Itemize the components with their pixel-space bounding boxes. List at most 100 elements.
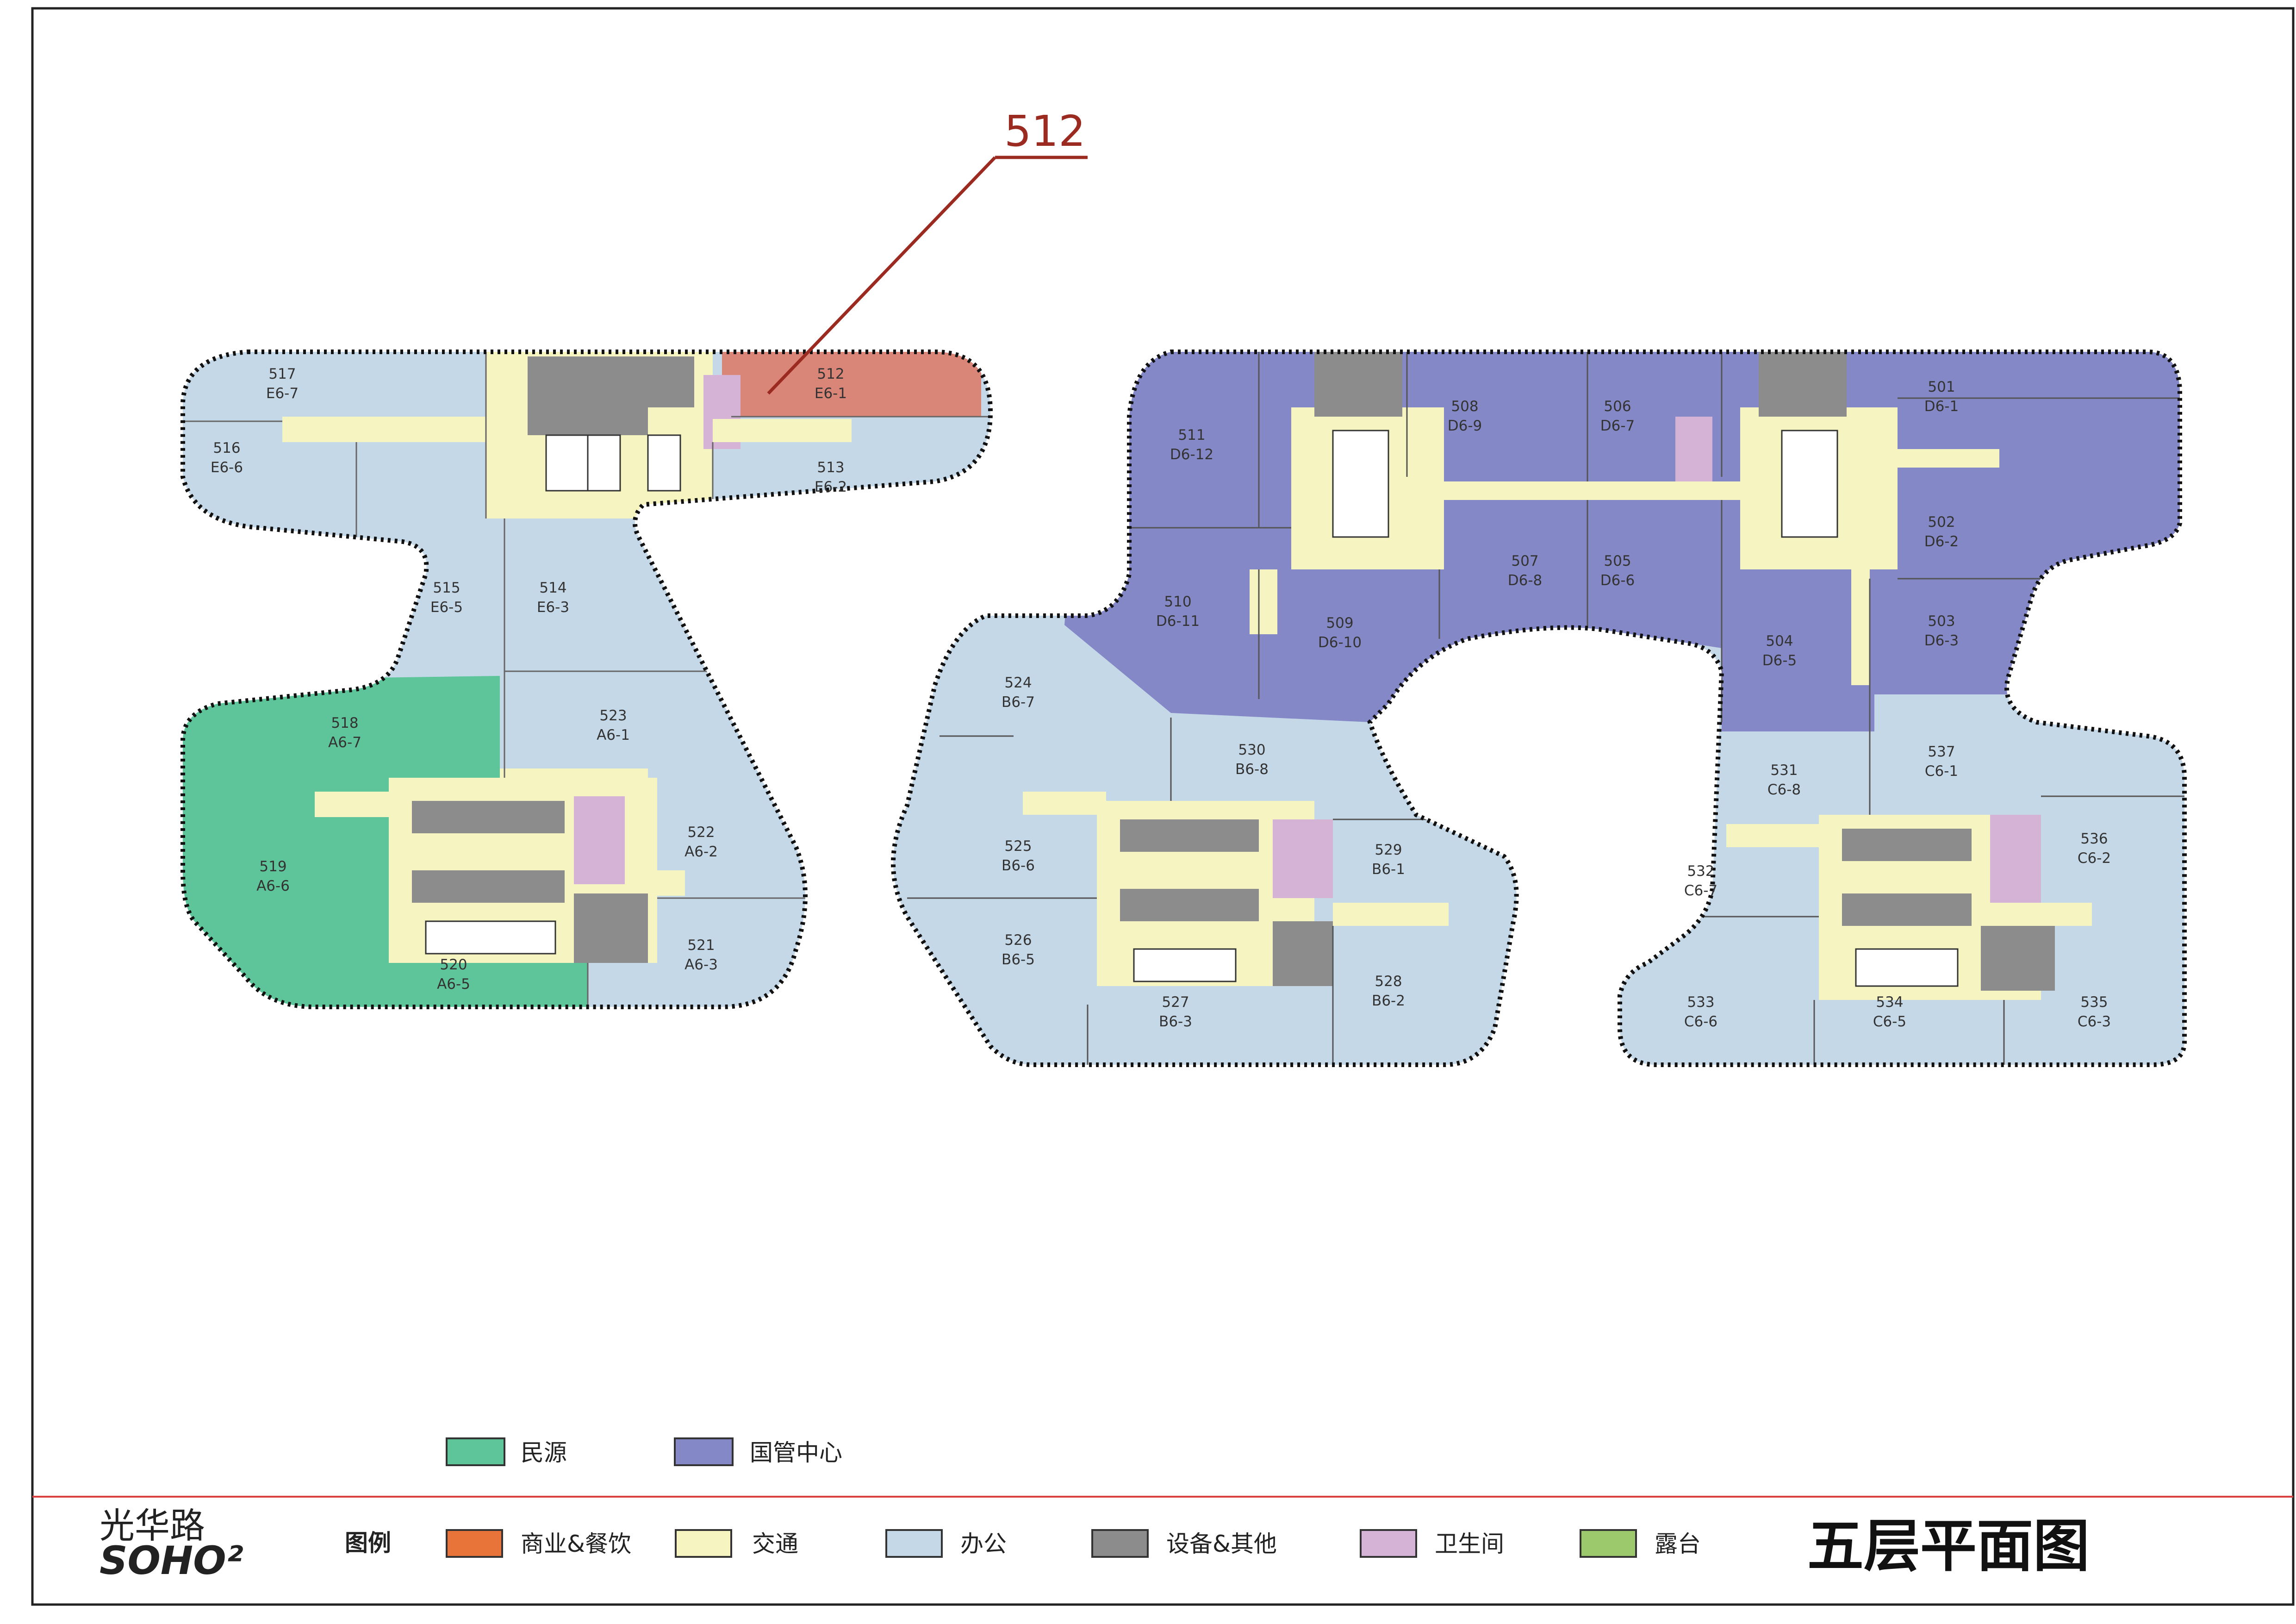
unit-534-number: 534 — [1876, 994, 1903, 1011]
unit-508-number: 508 — [1451, 398, 1478, 415]
unit-521-code: A6-3 — [684, 956, 718, 973]
legend-swatch-minyuan — [446, 1437, 505, 1466]
unit-517-number: 517 — [268, 366, 296, 382]
unit-503-number: 503 — [1928, 613, 1955, 630]
unit-506-number: 506 — [1604, 398, 1631, 415]
page-title: 五层平面图 — [1807, 1513, 2090, 1579]
legend-label-minyuan: 民源 — [521, 1439, 567, 1466]
legend-swatch-terrace — [1580, 1529, 1637, 1558]
unit-507-code: D6-8 — [1508, 572, 1543, 589]
unit-510-code: D6-11 — [1156, 613, 1200, 630]
unit-510-number: 510 — [1164, 593, 1191, 610]
unit-534-code: C6-5 — [1873, 1013, 1906, 1030]
legend-swatch-commercial — [446, 1529, 503, 1558]
unit-522-number: 522 — [687, 824, 715, 841]
unit-503-code: D6-3 — [1924, 632, 1959, 649]
legend-label-restroom: 卫生间 — [1435, 1530, 1504, 1557]
building-right — [893, 352, 2184, 1065]
legend-label-guoguan: 国管中心 — [750, 1439, 842, 1466]
unit-525-code: B6-6 — [1002, 857, 1035, 874]
unit-524-number: 524 — [1004, 675, 1032, 691]
legend-swatch-restroom — [1360, 1529, 1417, 1558]
unit-508-code: D6-9 — [1448, 418, 1482, 434]
unit-529-number: 529 — [1375, 842, 1402, 858]
unit-523-number: 523 — [599, 707, 627, 724]
unit-536-number: 536 — [2080, 831, 2108, 847]
unit-501-code: D6-1 — [1924, 398, 1959, 415]
logo-top-text: 光华路 — [100, 1505, 205, 1546]
legend-swatch-traffic — [675, 1529, 732, 1558]
legend-label-terrace: 露台 — [1655, 1530, 1701, 1557]
unit-505-number: 505 — [1604, 553, 1631, 569]
unit-537-number: 537 — [1928, 743, 1955, 760]
unit-528-code: B6-2 — [1372, 993, 1405, 1009]
callout-512: 512 — [767, 106, 1088, 395]
unit-531-code: C6-8 — [1767, 781, 1801, 798]
unit-533-number: 533 — [1687, 994, 1714, 1011]
unit-502-code: D6-2 — [1924, 533, 1959, 550]
unit-515-number: 515 — [433, 580, 460, 596]
logo-bottom-text: SOHO² — [100, 1538, 243, 1583]
unit-530-number: 530 — [1238, 742, 1265, 758]
unit-520-code: A6-5 — [437, 976, 470, 993]
unit-513-number: 513 — [817, 459, 844, 476]
unit-506-code: D6-7 — [1600, 418, 1635, 434]
unit-520-number: 520 — [440, 956, 467, 973]
unit-528-number: 528 — [1375, 973, 1402, 990]
unit-537-code: C6-1 — [1925, 763, 1958, 780]
unit-514-number: 514 — [539, 580, 566, 596]
unit-526-number: 526 — [1004, 932, 1032, 949]
unit-533-code: C6-6 — [1684, 1013, 1717, 1030]
unit-516-number: 516 — [213, 440, 240, 456]
unit-518-number: 518 — [331, 715, 358, 731]
unit-516-code: E6-6 — [211, 459, 243, 476]
unit-525-number: 525 — [1004, 838, 1032, 855]
callout-label: 512 — [1004, 106, 1086, 156]
unit-507-number: 507 — [1511, 553, 1538, 569]
unit-524-code: B6-7 — [1002, 694, 1035, 711]
logo: 光华路 SOHO² — [100, 1505, 243, 1583]
unit-512-highlight[interactable] — [722, 352, 981, 417]
legend-label-office: 办公 — [960, 1530, 1007, 1557]
legend-swatch-equipment — [1091, 1529, 1149, 1558]
unit-518-code: A6-7 — [328, 734, 361, 751]
unit-501-number: 501 — [1928, 379, 1955, 395]
unit-519-number: 519 — [259, 858, 286, 875]
unit-527-number: 527 — [1162, 994, 1189, 1011]
legend-categories: 商业&餐饮 交通 办公 设备&其他 卫生间 露台 — [446, 1529, 1701, 1558]
unit-536-code: C6-2 — [2078, 850, 2111, 867]
unit-514-code: E6-3 — [537, 599, 569, 616]
unit-527-code: B6-3 — [1159, 1013, 1192, 1030]
legend-label-equipment: 设备&其他 — [1166, 1530, 1277, 1557]
unit-529-code: B6-1 — [1372, 861, 1405, 878]
unit-509-code: D6-10 — [1318, 634, 1362, 651]
unit-532-number: 532 — [1687, 863, 1714, 880]
unit-504-code: D6-5 — [1762, 652, 1797, 669]
unit-526-code: B6-5 — [1002, 951, 1035, 968]
unit-512-number: 512 — [817, 366, 844, 382]
building-left — [183, 352, 990, 1007]
unit-512-code: E6-1 — [815, 385, 847, 402]
building-left-outline — [180, 350, 993, 1009]
unit-535-number: 535 — [2080, 994, 2108, 1011]
unit-535-code: C6-3 — [2078, 1013, 2111, 1030]
legend-owners: 民源 国管中心 — [446, 1437, 842, 1466]
unit-509-number: 509 — [1326, 615, 1353, 631]
unit-531-number: 531 — [1770, 762, 1798, 779]
legend-label-commercial: 商业&餐饮 — [521, 1530, 631, 1557]
unit-521-number: 521 — [687, 937, 715, 954]
unit-523-code: A6-1 — [597, 727, 630, 743]
unit-522-code: A6-2 — [684, 843, 718, 860]
legend-heading: 图例 — [345, 1530, 391, 1556]
unit-530-code: B6-8 — [1235, 761, 1269, 778]
unit-515-code: E6-5 — [430, 599, 463, 616]
unit-511-code: D6-12 — [1170, 446, 1213, 463]
unit-502-number: 502 — [1928, 514, 1955, 531]
legend-swatch-office — [885, 1529, 943, 1558]
unit-532-code: C6-7 — [1684, 882, 1717, 899]
unit-511-number: 511 — [1178, 427, 1205, 443]
unit-505-code: D6-6 — [1600, 572, 1635, 589]
unit-504-number: 504 — [1766, 633, 1793, 650]
unit-517-code: E6-7 — [266, 385, 299, 402]
